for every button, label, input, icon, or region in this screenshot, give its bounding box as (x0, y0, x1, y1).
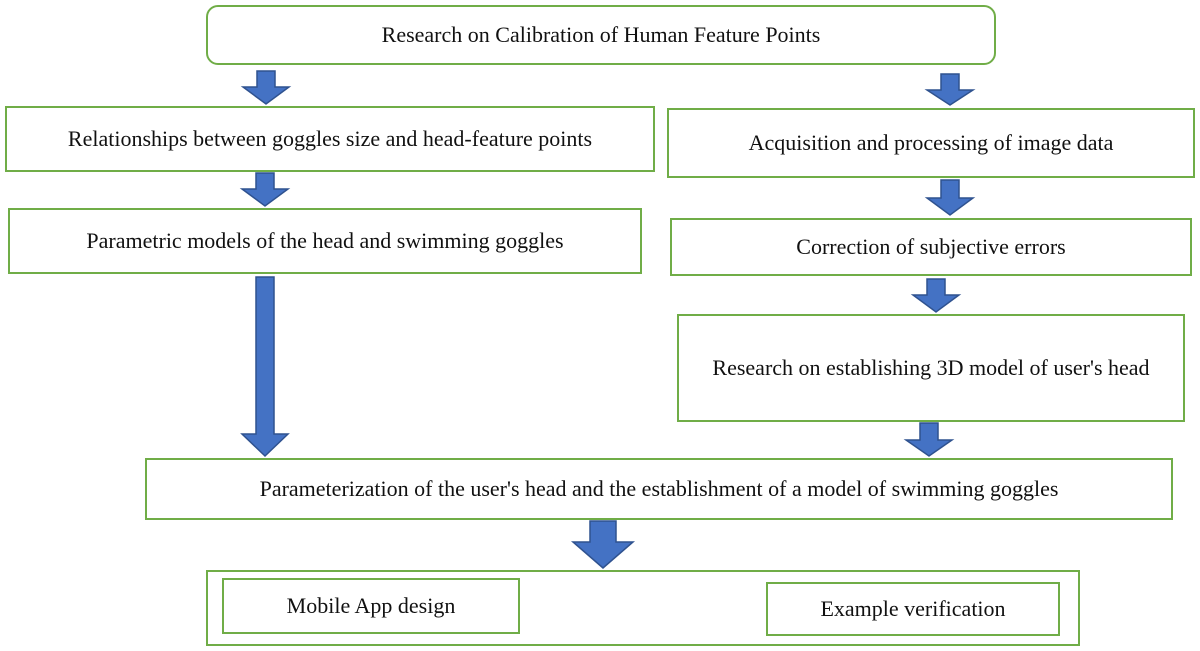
node-label: Mobile App design (286, 593, 456, 618)
arrow-down-icon (924, 73, 976, 106)
node-label: Correction of subjective errors (796, 234, 1066, 259)
arrow-down-long-icon (240, 276, 290, 458)
node-label: Parametric models of the head and swimmi… (86, 228, 564, 253)
node-relationships-goggles-head: Relationships between goggles size and h… (5, 106, 655, 172)
node-research-calibration: Research on Calibration of Human Feature… (206, 5, 996, 65)
node-label: Acquisition and processing of image data (748, 130, 1114, 155)
node-acquisition-image-data: Acquisition and processing of image data (667, 108, 1195, 178)
node-label: Parameterization of the user's head and … (259, 476, 1059, 501)
arrow-down-icon (570, 520, 636, 569)
node-label: Research on Calibration of Human Feature… (381, 22, 821, 47)
node-correction-errors: Correction of subjective errors (670, 218, 1192, 276)
node-label: Example verification (820, 596, 1006, 621)
node-label: Relationships between goggles size and h… (67, 126, 593, 151)
arrow-down-icon (903, 422, 955, 457)
node-example-verification: Example verification (766, 582, 1060, 636)
arrow-down-icon (910, 278, 962, 313)
arrow-down-icon (240, 70, 292, 105)
node-label: Research on establishing 3D model of use… (712, 355, 1150, 380)
node-mobile-app-design: Mobile App design (222, 578, 520, 634)
node-parameterization: Parameterization of the user's head and … (145, 458, 1173, 520)
node-parametric-models: Parametric models of the head and swimmi… (8, 208, 642, 274)
node-3d-model-head: Research on establishing 3D model of use… (677, 314, 1185, 422)
arrow-down-icon (239, 172, 291, 207)
arrow-down-icon (924, 179, 976, 216)
